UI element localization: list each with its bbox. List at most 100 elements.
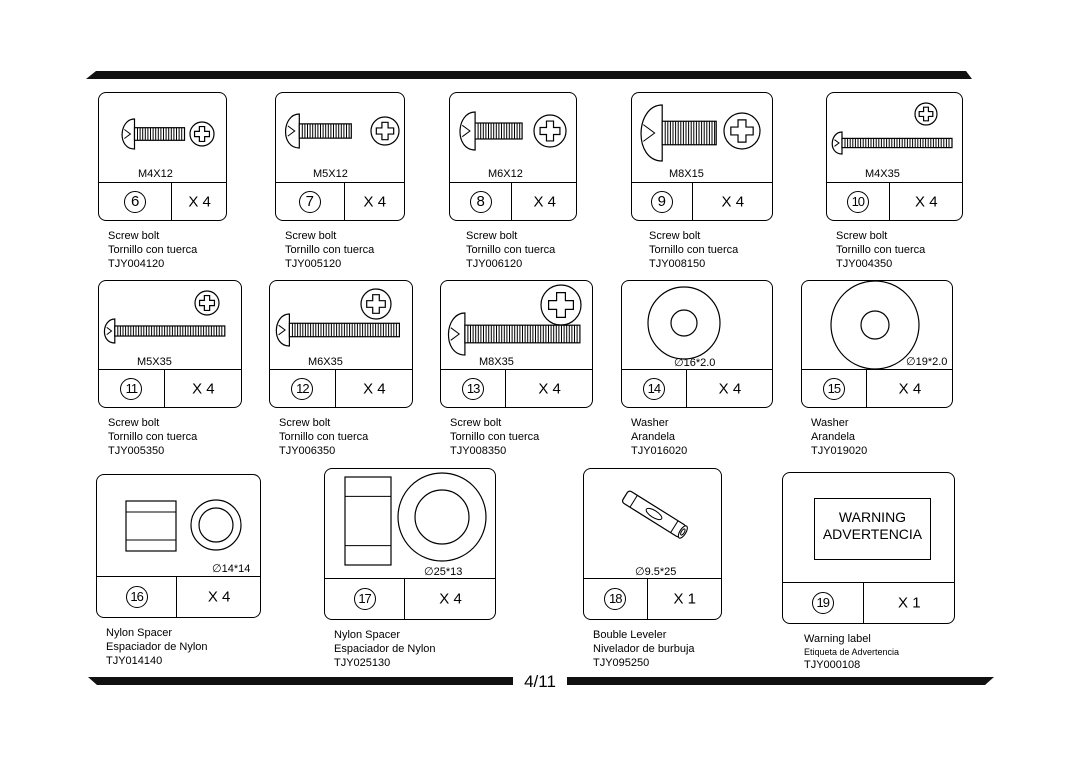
- part-name: Screw bolt: [285, 230, 337, 242]
- part-number-badge: 19: [811, 592, 834, 614]
- screw-icon: [831, 102, 953, 155]
- screw-icon: [640, 104, 761, 162]
- part-quantity: X 1: [673, 590, 697, 608]
- screw-icon: [447, 284, 582, 356]
- screw-side-icon: [285, 113, 352, 149]
- part-number-badge: 12: [291, 377, 314, 400]
- footer-divider: [646, 579, 648, 619]
- part-name-es: Etiqueta de Advertencia: [804, 647, 900, 657]
- warning-label-text: ADVERTENCIA: [822, 526, 923, 542]
- part-code: TJY004350: [836, 258, 893, 270]
- part-number-badge: 16: [125, 586, 148, 608]
- part-size: M5X35: [137, 356, 172, 368]
- part-code: TJY008350: [450, 445, 507, 457]
- bubble-level-icon: [621, 490, 688, 539]
- part-name: Washer: [631, 417, 669, 429]
- warning-label-text: WARNING: [838, 509, 907, 525]
- part-name: Nylon Spacer: [334, 629, 401, 641]
- footer-divider: [171, 183, 173, 220]
- part-number-badge: 14: [642, 377, 665, 400]
- part-number-badge: 18: [604, 588, 627, 610]
- spacer-side-icon: [125, 500, 177, 552]
- part-number-badge: 13: [462, 377, 485, 400]
- part-number-badge: 9: [650, 190, 673, 213]
- part-quantity: X 4: [718, 380, 742, 397]
- part-code: TJY019020: [811, 445, 868, 457]
- part-name-es: Espaciador de Nylon: [334, 643, 436, 655]
- part-size: ∅9.5*25: [635, 566, 677, 578]
- screw-icon: [285, 113, 400, 149]
- spacer-icon: [125, 499, 242, 552]
- washer-icon: [647, 286, 721, 360]
- screw-side-icon: [121, 118, 186, 150]
- part-name: Nylon Spacer: [106, 627, 173, 639]
- part-footer: 12 X 4: [270, 369, 412, 407]
- part-name-es: Arandela: [631, 431, 676, 443]
- phillips-cross-icon: [193, 125, 211, 143]
- spacer-side-icon: [344, 476, 392, 566]
- part-code: TJY004120: [108, 258, 165, 270]
- part-size: M6X12: [488, 168, 523, 180]
- part-number-badge: 8: [469, 190, 492, 213]
- part-name-es: Tornillo con tuerca: [108, 431, 198, 443]
- part-name-es: Tornillo con tuerca: [649, 244, 739, 256]
- part-card-12: M6X35 12 X 4: [269, 280, 413, 408]
- spacer-icon: [344, 472, 487, 566]
- phillips-cross-icon: [548, 292, 574, 318]
- part-number-badge: 11: [120, 377, 143, 400]
- part-name-es: Espaciador de Nylon: [106, 641, 208, 653]
- part-number-badge: 7: [298, 190, 321, 213]
- footer-rule-right: [567, 677, 994, 685]
- footer-divider: [862, 583, 864, 623]
- part-number-badge: 10: [846, 190, 869, 213]
- part-quantity: X 1: [898, 594, 921, 612]
- footer-divider: [865, 370, 867, 407]
- part-size: ∅19*2.0: [906, 356, 948, 368]
- part-name: Screw bolt: [108, 417, 160, 429]
- spacer-hole-icon: [198, 507, 234, 543]
- part-name: Screw bolt: [466, 230, 518, 242]
- part-card-7: M5X12 7 X 4: [275, 92, 405, 221]
- phillips-cross-icon: [539, 120, 561, 142]
- part-card-14: ∅16*2.0 14 X 4: [621, 280, 773, 408]
- screw-side-icon: [640, 104, 717, 162]
- screw-icon: [275, 288, 400, 347]
- footer-divider: [334, 370, 336, 407]
- footer-rule-left: [88, 677, 513, 685]
- part-size: ∅25*13: [424, 566, 463, 578]
- part-size: ∅16*2.0: [674, 357, 716, 369]
- part-name-es: Tornillo con tuerca: [836, 244, 926, 256]
- part-quantity: X 4: [363, 380, 386, 397]
- washer-hole-icon: [670, 309, 698, 337]
- footer-divider: [685, 370, 687, 407]
- part-name: Warning label: [804, 633, 871, 645]
- part-size: M5X12: [313, 168, 348, 180]
- part-quantity: X 4: [363, 193, 387, 210]
- phillips-cross-icon: [375, 121, 395, 141]
- washer-hole-icon: [860, 310, 890, 340]
- part-code: TJY006120: [466, 258, 523, 270]
- part-quantity: X 4: [538, 380, 561, 397]
- bubble-level-icon: [621, 490, 688, 539]
- part-name-es: Tornillo con tuerca: [285, 244, 375, 256]
- part-size: M6X35: [308, 356, 343, 368]
- part-size: M4X12: [138, 168, 173, 180]
- part-name: Washer: [811, 417, 849, 429]
- part-name-es: Tornillo con tuerca: [466, 244, 556, 256]
- phillips-cross-icon: [366, 294, 386, 314]
